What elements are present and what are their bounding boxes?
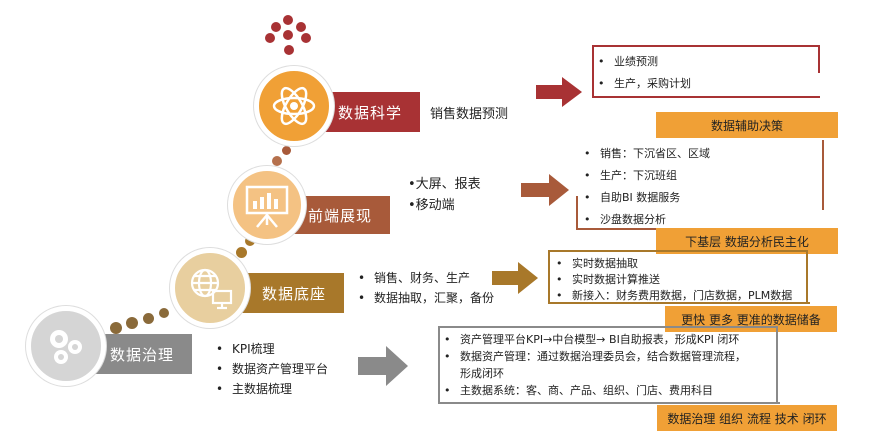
foundation-side-list: •销售、财务、生产 •数据抽取，汇聚，备份 (358, 268, 494, 308)
gears-icon (26, 306, 106, 386)
frontend-bracket-bottom (576, 228, 676, 230)
trail-dot (159, 308, 169, 318)
governance-side-list: •KPI梳理 •数据资产管理平台 •主数据梳理 (216, 339, 328, 399)
trail-dot (284, 45, 294, 55)
frontend-bracket (578, 140, 824, 210)
governance-tag: 数据治理 组织 流程 技术 闭环 (657, 405, 837, 431)
science-side-text: 销售数据预测 (430, 107, 509, 122)
trail-dot (245, 236, 255, 246)
list-item: 形成闭环 (460, 367, 504, 380)
list-item: •主数据系统：客、商、产品、组织、门店、费用科目 (444, 384, 713, 397)
atom-icon (254, 66, 334, 146)
frontend-right-list: •销售：下沉省区、区域 •生产：下沉班组 •自助BI 数据服务 •沙盘数据分析 (584, 143, 710, 231)
trail-dot (282, 146, 291, 155)
trail-dot (283, 30, 293, 40)
trail-dot (265, 33, 275, 43)
list-item: •销售：下沉省区、区域 (584, 147, 710, 160)
list-item: •移动端 (408, 198, 455, 213)
trail-dot (283, 15, 293, 25)
governance-bracket-bottom (438, 402, 780, 404)
arrow-frontend (521, 174, 569, 206)
foundation-right-list: •实时数据抽取 •实时数据计算推送 •新接入：财务费用数据，门店数据，PLM数据 (556, 256, 792, 304)
list-item: •资产管理平台KPI→中台模型→ BI自助报表，形成KPI 闭环 (444, 333, 740, 346)
arrow-governance (358, 346, 408, 386)
frontend-tag: 下基层 数据分析民主化 (656, 228, 838, 254)
list-item: •实时数据抽取 (556, 257, 638, 270)
frontend-bracket-left (576, 196, 578, 230)
list-item: •新接入：财务费用数据，门店数据，PLM数据 (556, 289, 793, 302)
presentation-chart-icon (228, 166, 306, 244)
layer-foundation-label-text: 数据底座 (261, 284, 326, 303)
list-item: •KPI梳理 (216, 342, 275, 356)
trail-dot (272, 156, 282, 166)
arrow-foundation (492, 262, 538, 294)
list-item: •沙盘数据分析 (584, 213, 666, 226)
trail-dot (271, 22, 281, 32)
governance-right-list: •资产管理平台KPI→中台模型→ BI自助报表，形成KPI 闭环 •数据资产管理… (444, 331, 746, 399)
list-item: •主数据梳理 (216, 382, 293, 396)
science-bracket-bottom (592, 71, 594, 97)
layer-frontend-label-text: 前端展现 (307, 206, 372, 225)
governance-bracket (438, 326, 778, 404)
foundation-tag: 更快 更多 更准的数据储备 (665, 306, 837, 332)
list-item: •生产，采购计划 (598, 77, 691, 90)
trail-dot (126, 317, 138, 329)
science-bracket (592, 45, 820, 73)
list-item: •数据资产管理：通过数据治理委员会，结合数据管理流程， (444, 350, 746, 363)
trail-dot (236, 247, 247, 258)
layer-science-label-text: 数据科学 (337, 103, 402, 122)
science-tag: 数据辅助决策 (656, 112, 838, 138)
trail-dot (296, 22, 306, 32)
science-right-list: •业绩预测 •生产，采购计划 (598, 51, 691, 95)
arrow-science (536, 77, 582, 107)
globe-monitor-icon (170, 248, 250, 328)
list-item: •大屏、报表 (408, 177, 481, 192)
trail-dot (301, 33, 311, 43)
list-item: •生产：下沉班组 (584, 169, 677, 182)
list-item: •销售、财务、生产 (358, 271, 471, 285)
list-item: •业绩预测 (598, 55, 658, 68)
list-item: •自助BI 数据服务 (584, 191, 681, 204)
trail-dot (110, 322, 122, 334)
foundation-bracket (548, 250, 808, 304)
science-bracket-line (592, 96, 820, 98)
list-item: •实时数据计算推送 (556, 273, 660, 286)
list-item: •数据抽取，汇聚，备份 (358, 291, 495, 305)
list-item: •数据资产管理平台 (216, 362, 329, 376)
trail-dot (143, 313, 154, 324)
layer-governance-label-text: 数据治理 (109, 345, 174, 364)
foundation-bracket-bottom (548, 302, 810, 304)
frontend-side-list: •大屏、报表 •移动端 (408, 174, 481, 216)
